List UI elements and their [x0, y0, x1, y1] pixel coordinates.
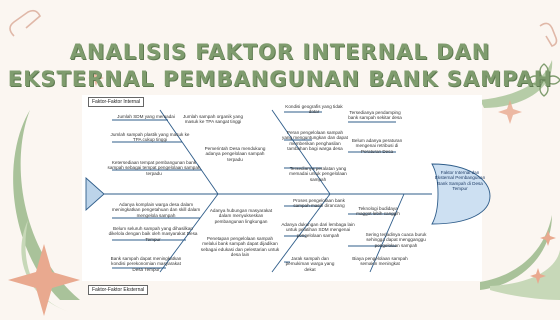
cause-label: Kondisi geografis yang tidak datar [285, 104, 343, 115]
cause-label: Ketersediaan tempat pembangunan bank sam… [107, 160, 201, 176]
cause-label: Jumlah SDM yang memadai [117, 114, 175, 119]
page-title-line2: EKSTERNAL PEMBANGUNAN BANK SAMPAH [7, 67, 553, 91]
external-factors-label: Faktor-Faktor Eksternal [88, 285, 149, 295]
cause-label: Bank sampah dapat meningkatkan kondisi p… [110, 256, 182, 272]
page-title-line1: ANALISIS FAKTOR INTERNAL DAN [69, 40, 491, 64]
cause-label: Penetapan pengelolaan sampah melalui ban… [200, 236, 280, 258]
cause-label: Biaya pengelolaan sampah semakin meningk… [352, 256, 408, 267]
fishbone-head-label: Faktor Internal dan Eksternal Pembanguna… [434, 170, 486, 192]
cause-label: Tersedianya pendamping bank sampah sekit… [348, 110, 402, 121]
fishbone-panel [82, 95, 482, 281]
cause-label: Adanya hubungan masyarakat dalam menyuks… [209, 208, 273, 224]
cause-label: Belum seluruh sampah yang dihasilkan dik… [108, 226, 198, 242]
cause-label: Proses pengelolaan bank sampah masih dir… [293, 198, 345, 209]
cause-label: Pemerintah Desa mendukung adanya pengelo… [204, 146, 266, 162]
cause-label: Jumlah sampah organik yang masuk ke TPA … [182, 114, 243, 125]
cause-label: Adanya dukungan dari lembaga lain untuk … [281, 222, 355, 238]
cause-label: Teknologi budidaya maggot lebih canggih [356, 206, 400, 217]
cause-label: Tersedianya peralatan yang memadai untuk… [289, 166, 347, 182]
sparkle-icon [8, 70, 556, 316]
cause-label: Belum adanya peraturan mengenai retribus… [351, 138, 403, 154]
cause-label: Jarak sampah dan pemukiman warga yang de… [285, 256, 335, 272]
flower-icon [527, 63, 560, 97]
cause-label: Jumlah sampah plastik yang masuk ke TPA … [110, 132, 190, 143]
paperclip-icon [9, 9, 558, 47]
internal-factors-label: Faktor-Faktor Internal [88, 97, 145, 107]
cause-label: Sering terjadinya cuaca buruk sehingga d… [365, 232, 427, 248]
cause-label: Peran pengelolaan sampah yang menguntung… [282, 130, 348, 152]
cause-label: Adanya komplain warga desa dalam meningk… [111, 202, 201, 218]
